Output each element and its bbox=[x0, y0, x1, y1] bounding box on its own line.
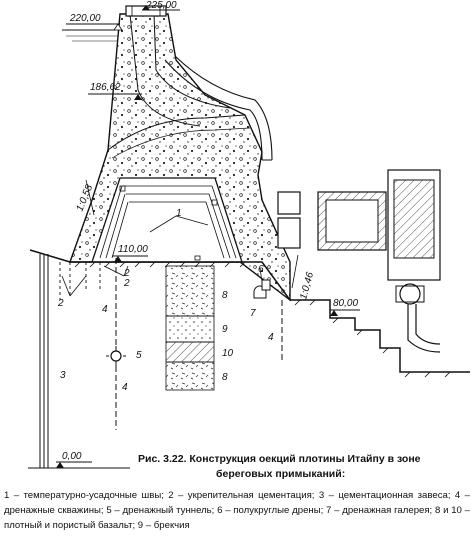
callout-4b: 4 bbox=[122, 382, 128, 393]
penstock bbox=[129, 13, 273, 161]
elevation-marker-top: 225,00 bbox=[142, 0, 180, 11]
callout-4a: 4 bbox=[102, 304, 108, 315]
callout-5: 5 bbox=[136, 350, 142, 361]
figure-caption: Рис. 3.22. Конструкция оекций плотины Ит… bbox=[138, 452, 458, 482]
dam-section-drawing: 225,00 220,00 186,62 110,00 80,00 0,00 1… bbox=[28, 0, 470, 469]
callout-2b: 2 bbox=[123, 278, 130, 289]
figure-legend: 1 – температурно-усадочные швы; 2 – укре… bbox=[4, 490, 470, 531]
slope-label-downstream: 1:0,46 bbox=[298, 271, 316, 301]
callout-1: 1 bbox=[176, 208, 182, 219]
callout-8a: 8 bbox=[222, 290, 228, 301]
callout-labels: 1 2 2 2 3 4 4 4 5 6 7 8 8 9 10 bbox=[57, 208, 274, 393]
ground-line bbox=[29, 249, 470, 378]
callout-2a: 2 bbox=[123, 268, 130, 279]
caption-line-1: Рис. 3.22. Конструкция оекций плотины Ит… bbox=[138, 453, 421, 465]
elevation-marker-foundation: 110,00 bbox=[112, 244, 148, 262]
caption-line-2: береговых примыканий: bbox=[216, 468, 346, 480]
elevation-label-mid: 186,62 bbox=[90, 82, 121, 93]
callout-2c: 2 bbox=[57, 298, 64, 309]
rock-strata bbox=[165, 265, 215, 391]
water-surface bbox=[62, 29, 120, 42]
elevation-label-water: 220,00 bbox=[69, 13, 101, 24]
grout-curtain bbox=[28, 254, 130, 469]
drainage-wells bbox=[59, 258, 283, 430]
elevation-label-base: 0,00 bbox=[62, 451, 82, 462]
elevation-label-top: 225,00 bbox=[145, 0, 177, 11]
callout-8b: 8 bbox=[222, 372, 228, 383]
elevation-label-foundation: 110,00 bbox=[118, 244, 148, 255]
callout-6: 6 bbox=[258, 264, 264, 275]
elevation-marker-downstream: 80,00 bbox=[330, 298, 360, 316]
drainage-gallery bbox=[253, 279, 271, 299]
elevation-marker-base: 0,00 bbox=[56, 451, 92, 468]
callout-4c: 4 bbox=[268, 332, 274, 343]
callout-10: 10 bbox=[222, 348, 234, 359]
dam-body bbox=[69, 13, 291, 302]
elevation-marker-mid: 186,62 bbox=[88, 82, 142, 100]
callout-3: 3 bbox=[60, 370, 66, 381]
callout-7: 7 bbox=[250, 308, 256, 319]
leader-lines bbox=[61, 215, 263, 297]
elevation-marker-water: 220,00 bbox=[66, 13, 123, 31]
powerhouse bbox=[277, 169, 441, 353]
elevation-label-downstream: 80,00 bbox=[333, 298, 358, 309]
slope-marks bbox=[85, 179, 299, 289]
callout-9: 9 bbox=[222, 324, 228, 335]
